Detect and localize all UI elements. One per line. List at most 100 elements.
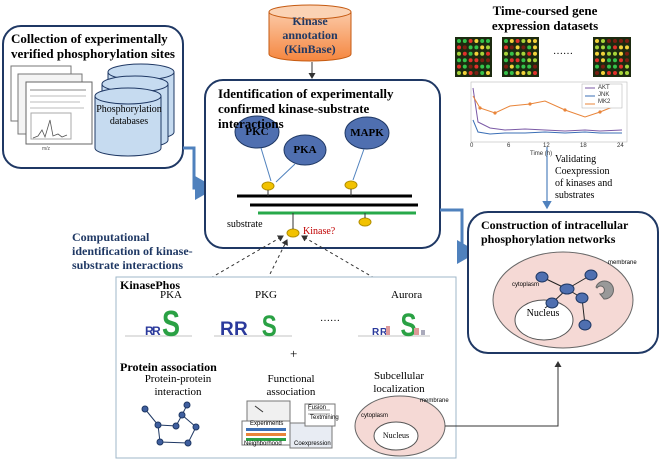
functional-textmining-label: Textmining xyxy=(310,415,339,421)
heatmap-spot xyxy=(527,45,532,50)
heatmap-spot xyxy=(521,51,526,56)
collection-title: Collection of experimentally verified ph… xyxy=(11,31,181,61)
heatmap-spot xyxy=(595,51,599,56)
kinasephos-title: KinasePhos xyxy=(120,278,181,292)
computational-label: Computational identification of kinase- … xyxy=(72,230,242,272)
heatmap-spot xyxy=(595,71,599,75)
database-cylinders xyxy=(94,63,175,157)
svg-text:m/z: m/z xyxy=(42,146,51,152)
legend-jnk: JNK xyxy=(598,92,610,98)
heatmap-spot xyxy=(457,45,461,50)
heatmap-spot xyxy=(625,39,629,43)
heatmap-spot xyxy=(462,39,467,43)
heatmap-spot xyxy=(595,39,599,43)
heatmap-spot xyxy=(504,71,508,75)
heatmap-spot xyxy=(595,58,599,63)
heatmap-spot xyxy=(468,51,473,56)
heatmap-spot xyxy=(619,58,623,63)
heatmap-spot xyxy=(601,51,605,56)
heatmap-spot xyxy=(468,71,473,75)
heatmap-spot xyxy=(515,64,520,69)
heatmap-spot xyxy=(533,51,537,56)
heatmap-spot xyxy=(504,51,508,56)
heatmap-spot xyxy=(533,64,537,69)
collection-title-line2: verified phosphorylation sites xyxy=(11,46,175,61)
heatmap-spot xyxy=(619,64,623,69)
heatmap-tiles xyxy=(455,37,631,77)
heatmap-spot xyxy=(462,51,467,56)
timecourse-title: Time-coursed gene expression datasets xyxy=(470,3,620,33)
heatmap-spot xyxy=(486,39,490,43)
heatmap-spot xyxy=(515,51,520,56)
timecourse-plot xyxy=(470,81,628,143)
heatmap-spot xyxy=(468,58,473,63)
database-label-line1: Phosphorylation xyxy=(96,104,162,115)
heatmap-spot xyxy=(474,45,479,50)
kinase-pkc-label: PKC xyxy=(245,126,269,138)
network-title: Construction of intracellular phosphoryl… xyxy=(481,218,656,246)
svg-text:R: R xyxy=(145,324,154,338)
database-label-line2: databases xyxy=(109,116,149,127)
subcellular-label-line2: localization xyxy=(373,383,425,395)
heatmap-spot xyxy=(515,58,520,63)
heatmap-spot xyxy=(486,51,490,56)
heatmap-spot xyxy=(607,58,611,63)
heatmap-spot xyxy=(509,51,514,56)
svg-text:R: R xyxy=(372,327,380,338)
heatmap-spot xyxy=(619,39,623,43)
plot-legend: AKT JNK MK2 xyxy=(598,85,610,106)
heatmap-spot xyxy=(619,45,623,50)
heatmap-spot xyxy=(527,58,532,63)
heatmap-spot xyxy=(527,64,532,69)
svg-text:S: S xyxy=(162,303,180,344)
kinase-mapk-label: MAPK xyxy=(350,127,384,139)
heatmap-spot xyxy=(607,39,611,43)
heatmap-spot xyxy=(521,71,526,75)
collection-title-line1: Collection of experimentally xyxy=(11,31,168,46)
heatmap-spot xyxy=(533,45,537,50)
heatmap-spot xyxy=(486,64,490,69)
ppi-label-line2: interaction xyxy=(154,386,202,398)
network-nucleus-label: Nucleus xyxy=(526,308,560,319)
x-tick-6: 6 xyxy=(507,143,511,149)
heatmap-spot xyxy=(625,64,629,69)
protein-association-title: Protein association xyxy=(120,360,217,374)
heatmap-spot xyxy=(468,45,473,50)
subcellular-label: Subcellular localization xyxy=(364,370,434,396)
ppi-label: Protein-protein interaction xyxy=(133,373,223,399)
heatmap-spot xyxy=(468,39,473,43)
heatmap-spot xyxy=(613,71,617,75)
network-title-line2: phosphorylation networks xyxy=(481,232,616,246)
heatmap-spot xyxy=(457,71,461,75)
identification-title-line2: confirmed kinase-substrate interactions xyxy=(218,101,370,131)
subcellular-label-line1: Subcellular xyxy=(373,370,425,382)
functional-label-line2: association xyxy=(266,386,316,398)
network-membrane-label: membrane xyxy=(608,260,637,266)
network-cytoplasm-label: cytoplasm xyxy=(512,282,540,288)
svg-text:R: R xyxy=(234,319,248,340)
kinase-mapk xyxy=(344,116,390,150)
validation-label: Validating Coexpression of kinases and s… xyxy=(555,154,660,202)
functional-experiments-label: Experiments xyxy=(250,421,284,427)
legend-mk2: MK2 xyxy=(598,99,611,105)
heatmap-spot xyxy=(509,45,514,50)
svg-text:S: S xyxy=(262,309,277,343)
motif-ellipsis: …… xyxy=(320,313,340,324)
document-thumbnails: m/z xyxy=(10,65,93,152)
heatmap-spot xyxy=(601,64,605,69)
network-title-line1: Construction of intracellular xyxy=(481,218,629,232)
plus-sign: + xyxy=(290,346,298,361)
svg-text:S: S xyxy=(401,307,417,343)
x-tick-24: 24 xyxy=(617,143,624,149)
heatmap-spot xyxy=(533,71,537,75)
heatmap-spot xyxy=(515,71,520,75)
arrow-subcellular-to-network xyxy=(445,361,562,427)
functional-fusion-label: Fusion xyxy=(308,405,327,411)
heatmap-spot xyxy=(521,58,526,63)
validation-line3: of kinases and xyxy=(555,178,613,189)
computational-line1: Computational xyxy=(72,230,150,244)
x-tick-12: 12 xyxy=(543,143,550,149)
heatmap-spot xyxy=(480,64,485,69)
computational-line3: substrate interactions xyxy=(72,258,183,272)
